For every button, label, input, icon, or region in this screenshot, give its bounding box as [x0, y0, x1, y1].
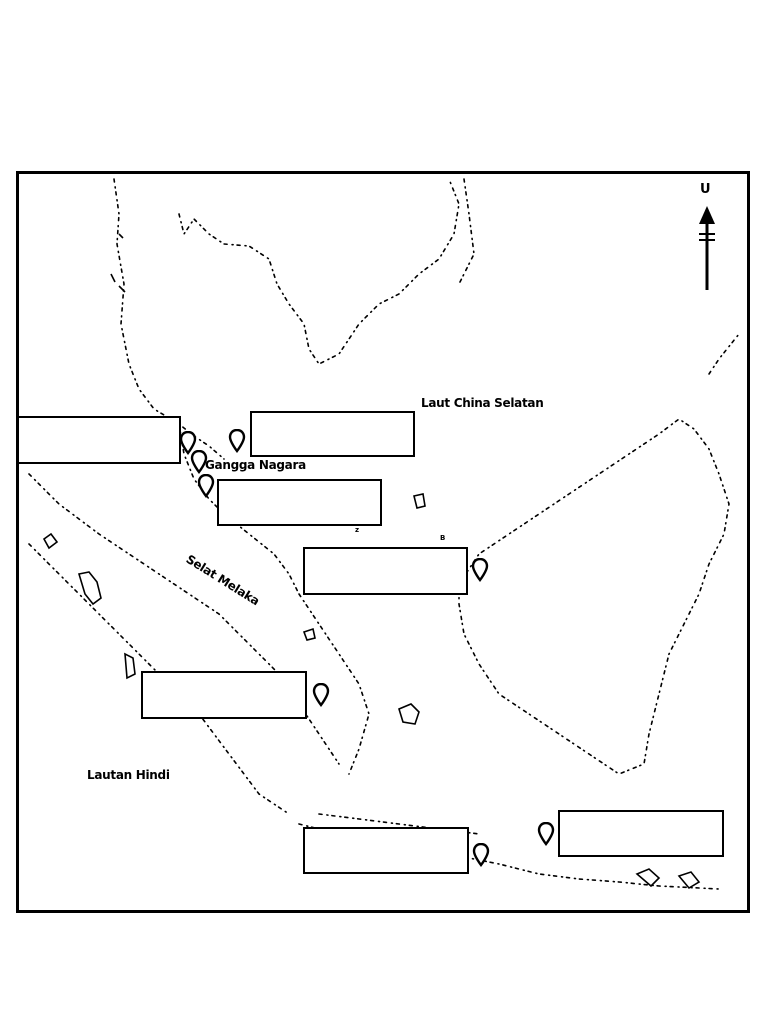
- small-mark-z: z: [355, 526, 360, 534]
- island-4: [398, 703, 420, 725]
- answer-box-4[interactable]: [303, 547, 468, 595]
- answer-box-2[interactable]: [250, 411, 415, 457]
- small-mark-b: B: [440, 534, 446, 542]
- map-pin-icon: [179, 431, 197, 455]
- map-pin-icon: [471, 558, 489, 582]
- label-gangga-nagara: Gangga Nagara: [205, 458, 306, 472]
- north-arrow-icon: [699, 206, 715, 290]
- answer-box-5[interactable]: [141, 671, 307, 719]
- map-pin-icon: [197, 474, 215, 498]
- answer-box-3[interactable]: [217, 479, 382, 526]
- map-pin-icon: [472, 843, 490, 867]
- map-pin-icon: [312, 683, 330, 707]
- island-8: [677, 871, 701, 890]
- coast-borneo: [458, 418, 730, 775]
- island-11: [118, 285, 126, 293]
- answer-box-1[interactable]: [19, 416, 181, 464]
- map-pin-icon: [537, 822, 555, 846]
- answer-box-7[interactable]: [558, 810, 724, 857]
- island-10: [110, 273, 116, 283]
- answer-box-6[interactable]: [303, 827, 469, 874]
- coast-sumatra-east: [298, 593, 370, 775]
- label-indian-ocean: Lautan Hindi: [87, 768, 170, 782]
- island-3: [124, 652, 136, 680]
- island-7: [635, 868, 661, 888]
- coast-java-north: [318, 813, 480, 835]
- map-frame: U Laut China Selatan Gangga Nagara Selat…: [16, 171, 750, 913]
- island-9: [118, 233, 124, 239]
- coast-palawan: [708, 333, 740, 375]
- map-pin-icon: [190, 450, 208, 474]
- island-5: [413, 493, 426, 509]
- coastline-map: [28, 178, 740, 890]
- map-pin-icon: [228, 429, 246, 453]
- island-1: [42, 532, 59, 550]
- label-south-china-sea: Laut China Selatan: [421, 396, 544, 410]
- island-6: [302, 627, 316, 641]
- coast-indochina: [113, 178, 225, 460]
- coast-vietnam: [458, 178, 475, 285]
- island-2: [77, 571, 102, 606]
- coast-gulf-thailand: [178, 178, 460, 366]
- compass-north-letter: U: [700, 182, 711, 197]
